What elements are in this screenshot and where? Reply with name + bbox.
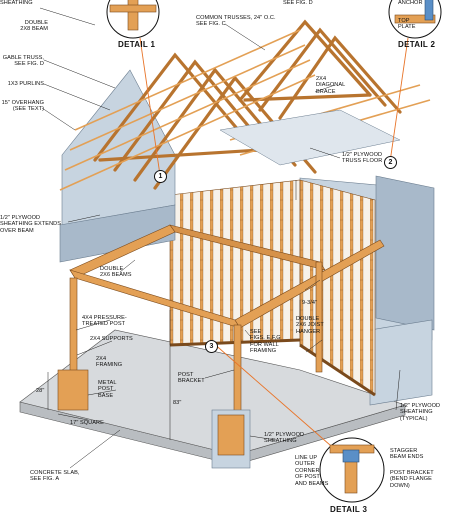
label-2x4-supports: 2x4 SUPPORTS <box>90 336 133 342</box>
label-diagonal-brace: 2x4 DIAGONAL BRACE <box>316 76 346 95</box>
detail-1-title: DETAIL 1 <box>118 40 156 49</box>
label-stagger-beam: STAGGER BEAM ENDS <box>390 448 424 461</box>
label-gable-truss: GABLE TRUSS, SEE FIG. D <box>2 55 44 68</box>
truss-floor <box>219 109 401 166</box>
left-gable-sheathing <box>59 69 176 263</box>
label-2x4-framing: 2x4 FRAMING <box>96 356 123 369</box>
label-double-joist-hanger: DOUBLE 2x6 JOIST HANGER <box>296 316 324 335</box>
dimension-lines <box>47 180 301 440</box>
label-see-figs-efg: SEE FIGS. E,F,G FOR WALL FRAMING <box>250 329 281 355</box>
callout-3: 3 <box>205 340 218 353</box>
label-4x4-post: 4x4 PRESSURE- TREATED POST <box>82 315 127 328</box>
label-sheathing-top: SHEATHING <box>0 0 33 6</box>
label-line-up: LINE UP OUTER CORNER OF POST AND BEAMS <box>295 455 329 487</box>
label-anchor: ANCHOR <box>398 0 423 6</box>
label-plywood-sheathing-typical: 1/2" PLYWOOD SHEATHING (TYPICAL) <box>400 403 441 422</box>
label-purlins: 1x3 PURLINS <box>7 81 44 87</box>
porch-beams <box>69 224 385 329</box>
label-see-fig-d-top: SEE FIG. D <box>283 0 313 6</box>
detail-connectors <box>139 37 409 446</box>
label-post-bracket-bend: POST BRACKET (BEND FLANGE DOWN) <box>390 470 434 489</box>
label-double-2x8-beam: DOUBLE 2x8 BEAM <box>20 20 48 33</box>
label-plywood-extends: 1/2" PLYWOOD SHEATHING EXTENDS OVER BEAM <box>0 215 62 234</box>
label-dim-83: 83" <box>173 400 182 406</box>
label-plywood-sheathing-mid: 1/2" PLYWOOD SHEATHING <box>264 432 305 445</box>
label-common-trusses: COMMON TRUSSES, 24" O.C. SEE FIG. C <box>196 15 276 28</box>
detail-3-inset <box>319 437 385 503</box>
leader-lines <box>39 7 401 469</box>
post-bases <box>57 369 251 469</box>
label-overhang: 15" OVERHANG (SEE TEXT) <box>1 100 44 113</box>
detail-2-inset <box>388 0 442 39</box>
label-metal-post-base: METAL POST BASE <box>98 380 117 399</box>
label-double-2x6-beams: DOUBLE 2x6 BEAMS <box>100 266 132 279</box>
label-truss-floor: 1/2" PLYWOOD TRUSS FLOOR <box>342 152 383 165</box>
callout-1: 1 <box>154 170 167 183</box>
detail-3-title: DETAIL 3 <box>330 505 368 514</box>
callout-2: 2 <box>384 156 397 169</box>
detail-2-title: DETAIL 2 <box>398 40 436 49</box>
label-post-bracket: POST BRACKET <box>178 372 205 385</box>
label-dim-9-3-4: 9-3/4" <box>302 300 318 306</box>
detail-1-inset <box>106 0 160 39</box>
label-dim-17: 17" SQUARE <box>70 420 104 426</box>
label-top-plate: TOP PLATE <box>398 18 416 31</box>
label-concrete-slab: CONCRETE SLAB, SEE FIG. A <box>30 470 80 483</box>
label-dim-28: 28" <box>36 388 45 394</box>
